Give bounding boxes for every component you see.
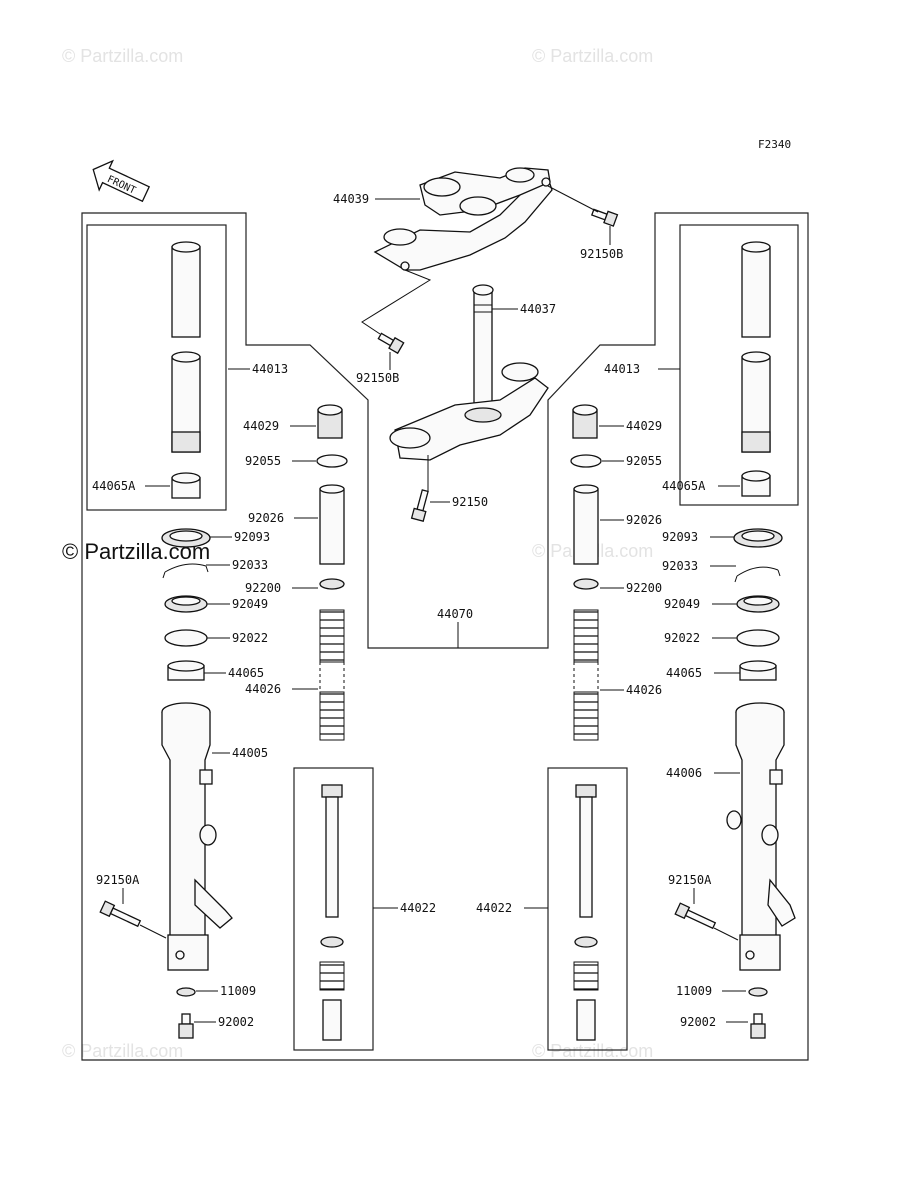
label-r44029[interactable]: 44029	[626, 419, 662, 433]
left-bushing-44065[interactable]	[167, 660, 205, 681]
assembly-frame	[81, 212, 809, 1061]
watermark-top-right: © Partzilla.com	[532, 46, 653, 66]
left-gasket-11009[interactable]	[176, 987, 196, 997]
figure-code: F2340	[758, 138, 791, 151]
label-44070[interactable]: 44070	[437, 607, 473, 621]
watermark-bottom-right: © Partzilla.com	[532, 1041, 653, 1061]
left-oring-92055[interactable]	[316, 454, 348, 468]
left-spacer-92026[interactable]	[319, 484, 345, 565]
watermark-bottom-left: © Partzilla.com	[62, 1041, 183, 1061]
label-r92150A[interactable]: 92150A	[668, 873, 712, 887]
label-r44006[interactable]: 44006	[666, 766, 702, 780]
left-spring-44026[interactable]	[319, 609, 345, 741]
left-washer-92022[interactable]	[164, 629, 208, 647]
right-gasket-11009[interactable]	[748, 987, 768, 997]
upper-bracket-part[interactable]	[373, 167, 553, 271]
label-l44013[interactable]: 44013	[252, 362, 288, 376]
bolt-92150B-mid[interactable]	[377, 331, 405, 355]
label-l44065A[interactable]: 44065A	[92, 479, 136, 493]
right-spring-44026[interactable]	[573, 609, 599, 741]
right-bolt-92150A[interactable]	[674, 902, 717, 931]
right-inner-tube-box	[679, 224, 799, 506]
label-l92200[interactable]: 92200	[245, 581, 281, 595]
left-damper-box	[293, 767, 374, 1051]
left-bolt-92002[interactable]	[178, 1013, 194, 1039]
label-r44013[interactable]: 44013	[604, 362, 640, 376]
left-inner-tube-box	[86, 224, 227, 511]
label-l92022[interactable]: 92022	[232, 631, 268, 645]
steering-stem-part[interactable]	[389, 284, 549, 461]
leader-92150B-top	[547, 185, 599, 213]
right-spacer-92026[interactable]	[573, 484, 599, 565]
label-l44022[interactable]: 44022	[400, 901, 436, 915]
right-washer-92200[interactable]	[573, 578, 599, 590]
label-l92033[interactable]: 92033	[232, 558, 268, 572]
label-92150[interactable]: 92150	[452, 495, 488, 509]
right-damper-box	[547, 767, 628, 1051]
label-l44029[interactable]: 44029	[243, 419, 279, 433]
label-l92150A[interactable]: 92150A	[96, 873, 140, 887]
label-r44065A[interactable]: 44065A	[662, 479, 706, 493]
right-oil-seal-92049[interactable]	[736, 595, 780, 613]
left-outer-tube-part[interactable]	[161, 702, 233, 971]
right-seal-92093[interactable]	[733, 528, 783, 548]
label-92150B-mid[interactable]: 92150B	[356, 371, 399, 385]
right-inner-tube-part[interactable]	[741, 241, 771, 453]
right-bolt-92002[interactable]	[750, 1013, 766, 1039]
front-arrow-icon: FRONT	[92, 159, 151, 203]
label-l11009[interactable]: 11009	[220, 984, 256, 998]
label-l92049[interactable]: 92049	[232, 597, 268, 611]
label-l92093[interactable]: 92093	[234, 530, 270, 544]
bolt-92150[interactable]	[410, 489, 431, 523]
watermark-top-left: © Partzilla.com	[62, 46, 183, 66]
left-clip-92033[interactable]	[162, 563, 209, 579]
label-r92055[interactable]: 92055	[626, 454, 662, 468]
right-bushing-44065A[interactable]	[741, 470, 771, 497]
right-damper-rod-part[interactable]	[573, 784, 599, 1041]
left-inner-tube-part[interactable]	[171, 241, 201, 453]
label-r92200[interactable]: 92200	[626, 581, 662, 595]
label-l44005[interactable]: 44005	[232, 746, 268, 760]
leader-92150B-mid	[361, 269, 432, 335]
label-l44065[interactable]: 44065	[228, 666, 264, 680]
label-r92093[interactable]: 92093	[662, 530, 698, 544]
label-r44026[interactable]: 44026	[626, 683, 662, 697]
left-bushing-44065A[interactable]	[171, 472, 201, 499]
label-r92002[interactable]: 92002	[680, 1015, 716, 1029]
right-clip-92033[interactable]	[734, 566, 781, 583]
bolt-92150B-top[interactable]	[590, 207, 619, 227]
left-cap-44029[interactable]	[317, 404, 343, 439]
label-l92055[interactable]: 92055	[245, 454, 281, 468]
label-r92049[interactable]: 92049	[664, 597, 700, 611]
right-bushing-44065[interactable]	[739, 660, 777, 681]
label-r92022[interactable]: 92022	[664, 631, 700, 645]
label-r11009[interactable]: 11009	[676, 984, 712, 998]
label-44039[interactable]: 44039	[333, 192, 369, 206]
right-oring-92055[interactable]	[570, 454, 602, 468]
label-l92026[interactable]: 92026	[248, 511, 284, 525]
left-seal-92093[interactable]	[161, 528, 211, 548]
label-92150B-top[interactable]: 92150B	[580, 247, 623, 261]
right-washer-92022[interactable]	[736, 629, 780, 647]
leader-l92150A-2	[139, 924, 167, 939]
right-outer-tube-part[interactable]	[726, 702, 796, 971]
label-l44026[interactable]: 44026	[245, 682, 281, 696]
left-bolt-92150A[interactable]	[99, 900, 142, 929]
label-r44065[interactable]: 44065	[666, 666, 702, 680]
label-44037[interactable]: 44037	[520, 302, 556, 316]
label-l92002[interactable]: 92002	[218, 1015, 254, 1029]
left-washer-92200[interactable]	[319, 578, 345, 590]
leader-r92150A-2	[713, 927, 739, 941]
left-damper-rod-part[interactable]	[319, 784, 345, 1041]
right-cap-44029[interactable]	[572, 404, 598, 439]
label-r44022[interactable]: 44022	[476, 901, 512, 915]
left-oil-seal-92049[interactable]	[164, 595, 208, 613]
label-r92033[interactable]: 92033	[662, 559, 698, 573]
label-r92026[interactable]: 92026	[626, 513, 662, 527]
